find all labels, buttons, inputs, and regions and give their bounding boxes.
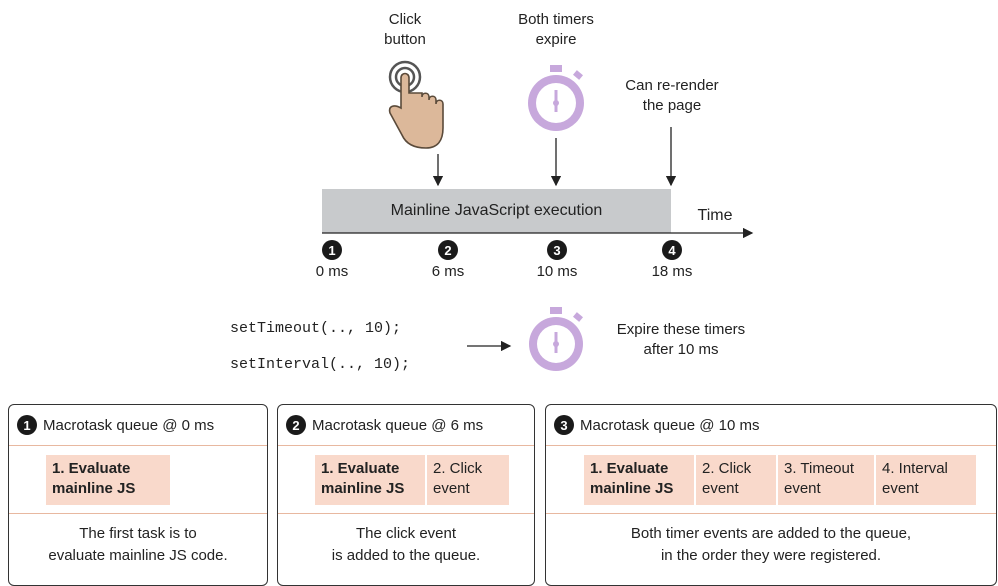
timeline-marker-1: 1 0 ms xyxy=(312,240,352,280)
time-axis-label: Time xyxy=(697,207,733,224)
execution-bar xyxy=(322,189,671,233)
code-set-timeout: setTimeout(.., 10); xyxy=(230,320,402,337)
timeline-marker-4: 4 18 ms xyxy=(652,240,692,280)
timeline-marker-2: 2 6 ms xyxy=(428,240,468,280)
panel-caption: Both timer events are added to the queue… xyxy=(630,525,912,564)
pointing-hand-icon xyxy=(388,60,444,149)
timeline-marker-3: 3 10 ms xyxy=(537,240,577,280)
code-set-interval: setInterval(.., 10); xyxy=(230,356,411,373)
stopwatch-icon xyxy=(529,307,583,371)
execution-bar-label: Mainline JavaScript execution xyxy=(390,202,603,219)
stopwatch-icon xyxy=(528,65,584,131)
